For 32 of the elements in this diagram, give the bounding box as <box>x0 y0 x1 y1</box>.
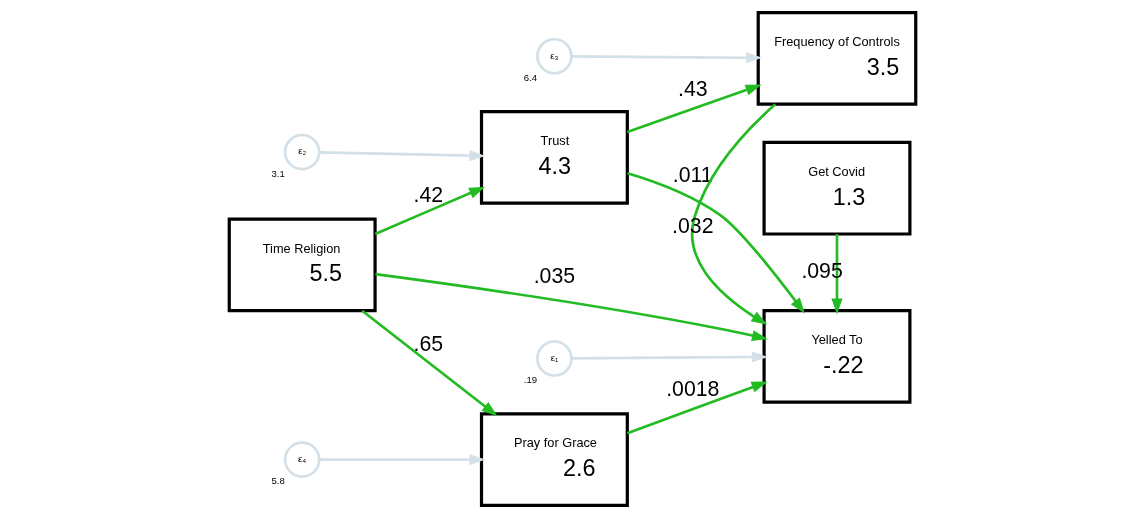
arrow <box>626 84 762 134</box>
node-circle: ε₂ <box>283 133 321 171</box>
arrow <box>571 351 768 363</box>
edge-label: .43 <box>677 76 708 101</box>
node-label: .19 <box>523 374 538 386</box>
node-circle: ε₄ <box>283 441 321 478</box>
node-label: 5.8 <box>271 475 285 487</box>
edge-label: .42 <box>413 183 444 208</box>
node-box: Pray for Grace 2.6 <box>479 412 629 507</box>
node-circle: ε₁ <box>536 340 573 377</box>
node-box: Get Covid 1.3 <box>762 140 912 236</box>
node-box: Yelled To -.22 <box>762 309 912 404</box>
arrow <box>831 234 843 315</box>
node-circle: ε₃ <box>536 37 573 75</box>
arrow <box>375 272 768 342</box>
arrow <box>319 149 486 162</box>
edge-label: .035 <box>533 263 576 288</box>
arrow <box>690 103 777 325</box>
node-label: 6.4 <box>523 71 538 83</box>
edge-label: .65 <box>413 332 444 357</box>
node-label: 3.1 <box>271 167 285 179</box>
edge-label: .0018 <box>666 376 720 401</box>
arrow <box>626 381 768 435</box>
arrow <box>361 309 498 417</box>
arrow <box>374 186 486 236</box>
node-box: Trust 4.3 <box>479 110 629 205</box>
arrow <box>627 172 805 314</box>
arrow <box>571 52 763 64</box>
arrow <box>319 454 486 466</box>
node-box: Time Religion 5.5 <box>227 217 377 313</box>
node-box: Frequency of Controls 3.5 <box>756 11 918 106</box>
edge-label: .011 <box>672 162 713 187</box>
